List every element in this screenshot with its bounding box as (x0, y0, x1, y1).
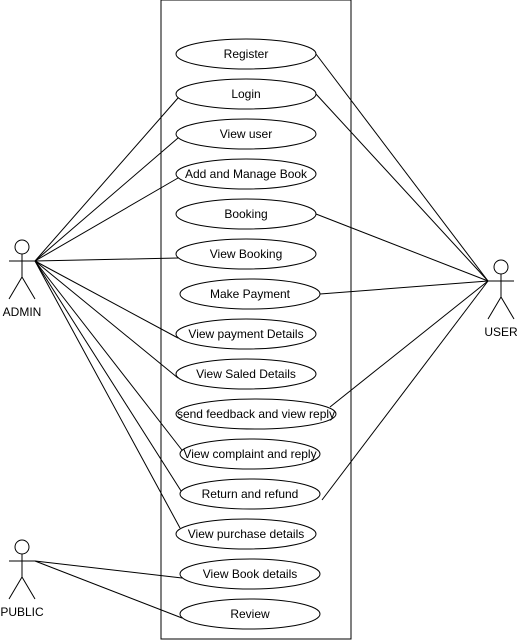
use-case-label: send feedback and view reply (177, 407, 335, 421)
use-case-ellipse (175, 118, 317, 150)
use-case-label: View Book details (203, 567, 298, 581)
actor-head-icon (14, 539, 30, 555)
use-case-return-refund: Return and refund (179, 478, 321, 510)
use-case-label: View payment Details (188, 327, 303, 341)
use-case-make-payment: Make Payment (179, 278, 321, 310)
association-admin-return-refund (34, 260, 184, 495)
use-case-label: View purchase details (188, 527, 305, 541)
use-case-view-purchase: View purchase details (175, 518, 317, 550)
association-admin-view-payment-details (34, 260, 179, 339)
actors: ADMIN USER PUBLIC (0, 239, 518, 619)
use-case-view-payment-details: View payment Details (175, 318, 317, 350)
actor-head-icon (493, 259, 509, 275)
use-case-booking: Booking (175, 198, 317, 230)
association-admin-view-user (34, 137, 179, 262)
use-case-ellipse (175, 78, 317, 110)
use-case-label: Register (224, 47, 269, 61)
use-case-ellipse (179, 478, 321, 510)
use-case-ellipse (175, 518, 317, 550)
association-admin-view-saled-details (34, 260, 179, 379)
actor-label: ADMIN (3, 305, 42, 319)
association-admin-add-manage-book (34, 177, 179, 262)
actor-label: PUBLIC (0, 605, 44, 619)
use-case-view-saled-details: View Saled Details (175, 358, 317, 390)
actor-body-icon (8, 254, 36, 300)
system-boundary (160, 0, 352, 640)
actor-body-icon (8, 554, 36, 600)
use-case-send-feedback: send feedback and view reply (175, 398, 337, 430)
use-case-label: View Booking (210, 247, 283, 261)
association-admin-view-booking (34, 257, 179, 262)
use-case-view-complaint: View complaint and reply (179, 438, 321, 470)
use-case-label: View user (220, 127, 272, 141)
use-case-label: Make Payment (210, 287, 291, 301)
actor-user: USER (484, 259, 518, 339)
use-case-ellipse (179, 438, 321, 470)
use-case-view-booking: View Booking (175, 238, 317, 270)
use-case-label: Booking (224, 207, 267, 221)
use-case-ellipse (179, 278, 321, 310)
use-case-register: Register (175, 38, 317, 70)
association-admin-view-purchase (34, 260, 181, 529)
use-case-label: Review (230, 607, 270, 621)
actor-public: PUBLIC (0, 539, 44, 619)
use-case-label: View complaint and reply (183, 447, 316, 461)
use-case-review: Review (179, 598, 321, 630)
association-admin-login (34, 97, 179, 262)
use-case-label: Login (231, 87, 260, 101)
actor-head-icon (14, 239, 30, 255)
use-case-ellipse (175, 318, 317, 350)
association-user-send-feedback (329, 280, 489, 408)
associations (34, 53, 489, 619)
use-case-ellipse (175, 358, 317, 390)
use-case-ellipse (175, 158, 317, 190)
use-case-label: Add and Manage Book (185, 167, 308, 181)
use-case-view-book-details: View Book details (179, 558, 321, 590)
use-case-login: Login (175, 78, 317, 110)
use-case-ellipse (175, 198, 317, 230)
association-user-make-payment (319, 280, 489, 295)
use-case-ellipse (175, 238, 317, 270)
association-user-booking (315, 213, 489, 282)
use-case-ellipse (175, 38, 317, 70)
actor-admin: ADMIN (3, 239, 42, 319)
use-case-ellipse (175, 398, 337, 430)
use-case-label: Return and refund (202, 487, 299, 501)
association-user-register (315, 53, 489, 282)
association-user-login (315, 93, 489, 282)
association-public-view-book-details (34, 560, 183, 579)
association-admin-view-complaint (34, 260, 186, 455)
actor-label: USER (484, 325, 518, 339)
association-public-review (34, 560, 183, 619)
use-case-view-user: View user (175, 118, 317, 150)
use-case-label: View Saled Details (196, 367, 296, 381)
actor-body-icon (487, 274, 515, 320)
use-case-ellipse (179, 598, 321, 630)
use-case-ellipse (179, 558, 321, 590)
association-user-return-refund (321, 280, 489, 501)
use-case-add-manage-book: Add and Manage Book (175, 158, 317, 190)
